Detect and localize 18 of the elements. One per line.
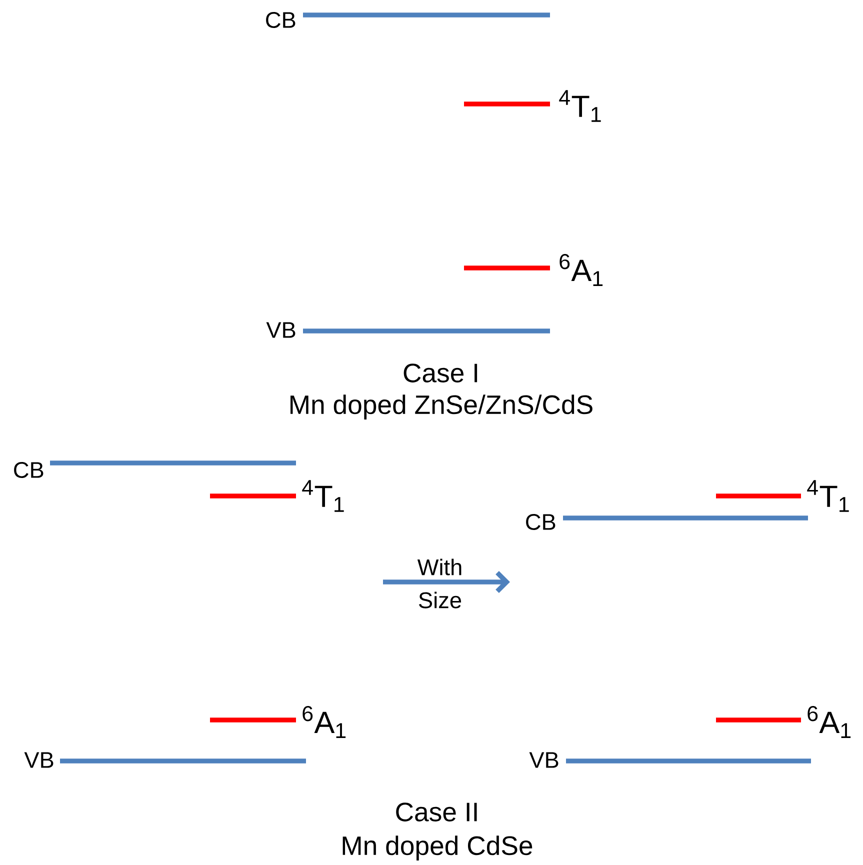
level-label: $^{4}$T$_{1}$	[807, 480, 849, 512]
band-label: VB	[529, 752, 558, 768]
band-label: CB	[266, 12, 296, 28]
band-label: VB	[24, 752, 54, 768]
band-label: CB	[14, 462, 44, 478]
level-label: $^{6}$A$_{1}$	[808, 706, 851, 738]
band-label: VB	[266, 322, 296, 338]
case-title: Case I	[404, 364, 478, 382]
case-title: Case II	[396, 802, 477, 822]
level-label: $^{6}$A$_{1}$	[560, 254, 603, 286]
case-caption: Mn doped ZnSe/ZnS/CdS	[290, 394, 592, 420]
level-label: $^{4}$T$_{1}$	[302, 480, 344, 512]
band-label: CB	[526, 514, 556, 530]
level-label: $^{6}$A$_{1}$	[302, 706, 346, 738]
level-label: $^{4}$T$_{1}$	[559, 90, 601, 122]
arrow-label: With	[417, 558, 462, 576]
arrow-label: Size	[418, 592, 462, 608]
case-caption: Mn doped CdSe	[342, 836, 532, 860]
